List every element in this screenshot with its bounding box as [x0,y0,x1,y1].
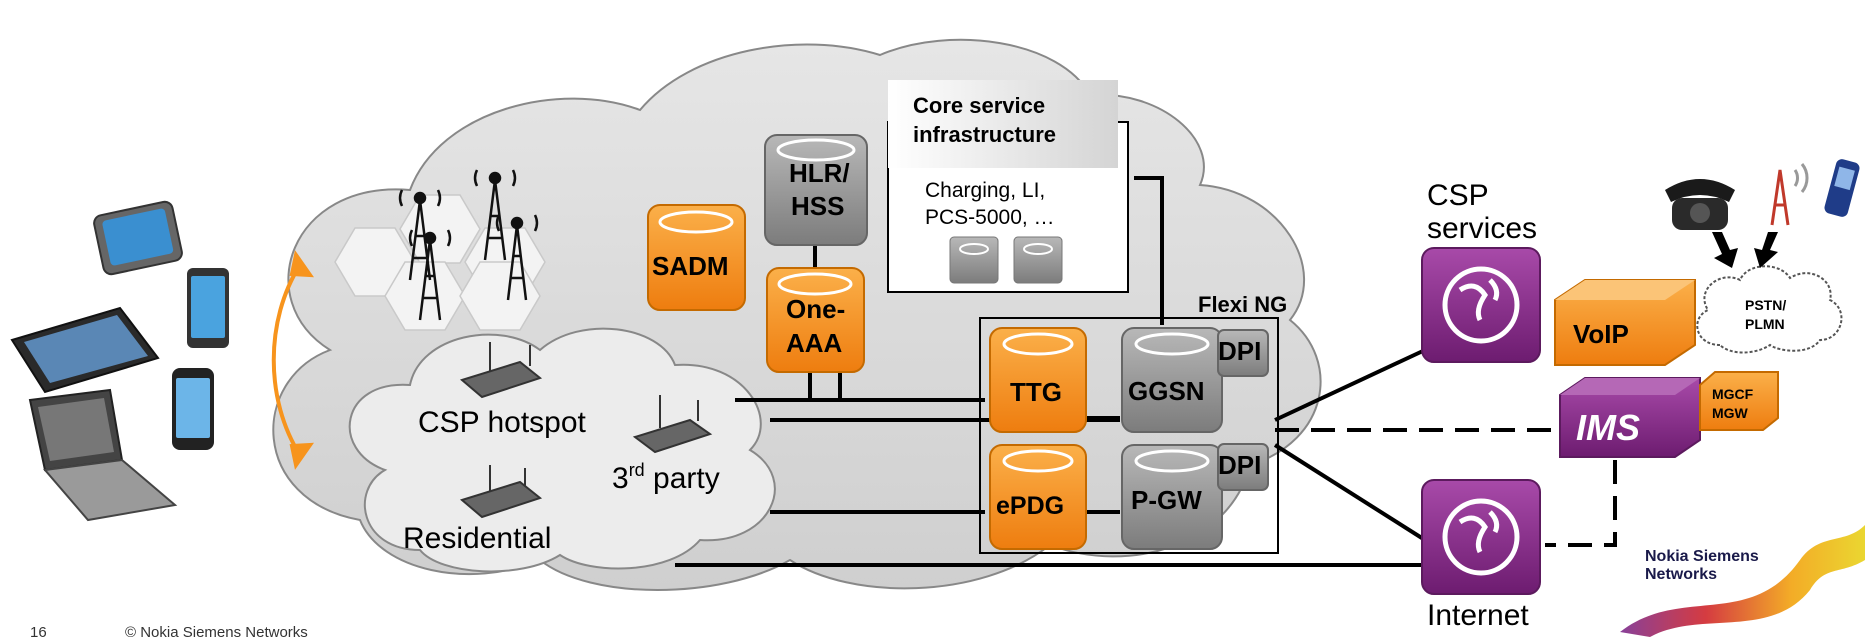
third-party-label: 3rd party [612,460,720,495]
mgcf-label-2: MGW [1712,405,1749,421]
mgcf-mgw-node [1699,371,1779,431]
device-phone-icon [93,200,183,276]
epdg-label: ePDG [996,492,1064,520]
dpi-node-1 [1217,329,1269,377]
tower-icon [398,169,539,321]
mgcf-label-1: MGCF [1712,386,1754,402]
hlr-hss-node [764,134,868,246]
pgw-node [1121,444,1223,550]
ims-label: IMS [1576,407,1640,448]
csp-services-label-1: CSP [1427,179,1489,212]
csp-services-node [1421,247,1541,363]
device-tablet-icon [10,306,160,394]
one-aaa-node [766,267,865,373]
access-cloud [348,327,776,573]
dpi-node-2 [1217,443,1269,491]
flexi-ng-box [979,317,1279,554]
mobile-phone-icon [1824,159,1860,217]
telephone-icon [1665,179,1735,230]
arrow-icon [1712,232,1778,268]
ttg-label: TTG [1010,377,1062,407]
one-aaa-label-1: One- [786,294,845,324]
logo-text-1: Nokia Siemens [1645,548,1759,565]
ggsn-node [1121,327,1223,433]
nokia-siemens-logo [1620,525,1865,637]
internet-node [1421,479,1541,595]
ttg-node [989,327,1087,433]
hlr-label-1: HLR/ [789,158,850,188]
hlr-label-2: HSS [791,191,844,221]
core-service-box [887,80,1129,293]
core-body-1: Charging, LI, [925,179,1045,202]
footer-page-number: 16 [30,624,47,637]
pstn-label-1: PSTN/ [1745,297,1786,313]
voip-label: VoIP [1573,319,1629,349]
logo-text-2: Networks [1645,566,1717,583]
voip-node [1554,279,1696,366]
one-aaa-label-2: AAA [786,328,843,358]
residential-label: Residential [403,522,551,555]
sadm-node [647,204,746,311]
pgw-label: P-GW [1131,485,1202,515]
core-body-2: PCS-5000, … [925,206,1055,229]
device-smartphone-icon [187,268,229,348]
device-iphone-icon [172,368,214,450]
csp-services-label-2: services [1427,212,1537,245]
pstn-label-2: PLMN [1745,316,1785,332]
dpi-label-2: DPI [1218,450,1261,480]
pstn-cloud [1696,265,1843,354]
router-icon [459,342,713,519]
dpi-label-1: DPI [1218,336,1261,366]
ggsn-label: GGSN [1128,376,1205,406]
core-title-2: infrastructure [913,122,1056,147]
radio-cells [334,194,546,331]
device-laptop-icon [28,388,178,522]
epdg-node [989,444,1087,550]
handover-arrow-icon [271,250,314,470]
footer-copyright: © Nokia Siemens Networks [125,624,308,637]
antenna-icon [1770,163,1809,226]
csp-hotspot-label: CSP hotspot [418,406,587,439]
flexi-ng-label: Flexi NG [1198,292,1287,317]
sadm-label: SADM [652,251,729,281]
core-title-1: Core service [913,93,1045,118]
ims-node [1559,377,1701,458]
internet-label: Internet [1427,599,1529,632]
